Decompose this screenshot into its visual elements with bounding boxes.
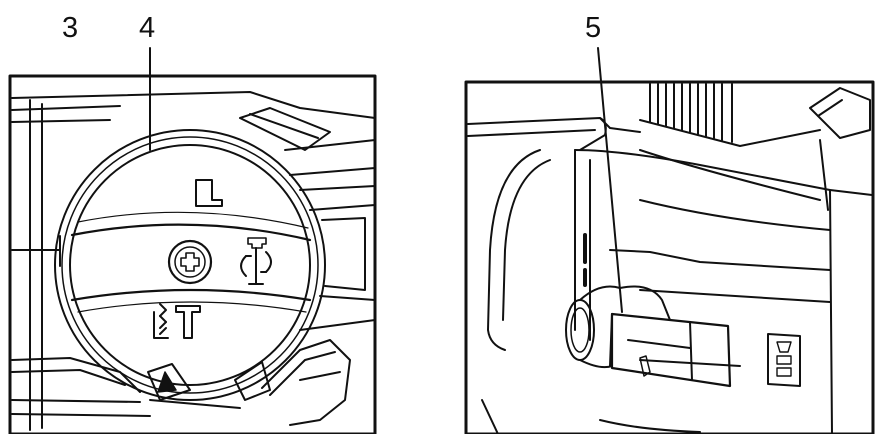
- left-panel: [8, 47, 377, 434]
- right-ribbed-housing: [639, 83, 871, 147]
- triangle-indicator-icon: [147, 363, 191, 401]
- dial-grip-bottom-edge: [70, 288, 312, 302]
- rotation-mode-icon: [240, 237, 272, 285]
- left-housing: [11, 91, 376, 431]
- callout-3: 3: [62, 12, 79, 44]
- lever[interactable]: [565, 285, 732, 388]
- callout-5: 5: [585, 12, 602, 44]
- right-panel-frame: [464, 80, 875, 434]
- drill-bit-icon: [767, 333, 801, 387]
- hammer-drill-mode-icon: [153, 303, 201, 339]
- phillips-screw-icon: [167, 239, 213, 285]
- leader-line-5: [597, 47, 623, 313]
- dial-grip-top-edge: [70, 223, 312, 242]
- right-panel: [464, 47, 875, 434]
- chisel-mode-icon: [195, 179, 223, 207]
- mode-selector-dial[interactable]: [54, 129, 326, 401]
- callout-4: 4: [139, 12, 156, 44]
- right-body-housing: [467, 117, 873, 434]
